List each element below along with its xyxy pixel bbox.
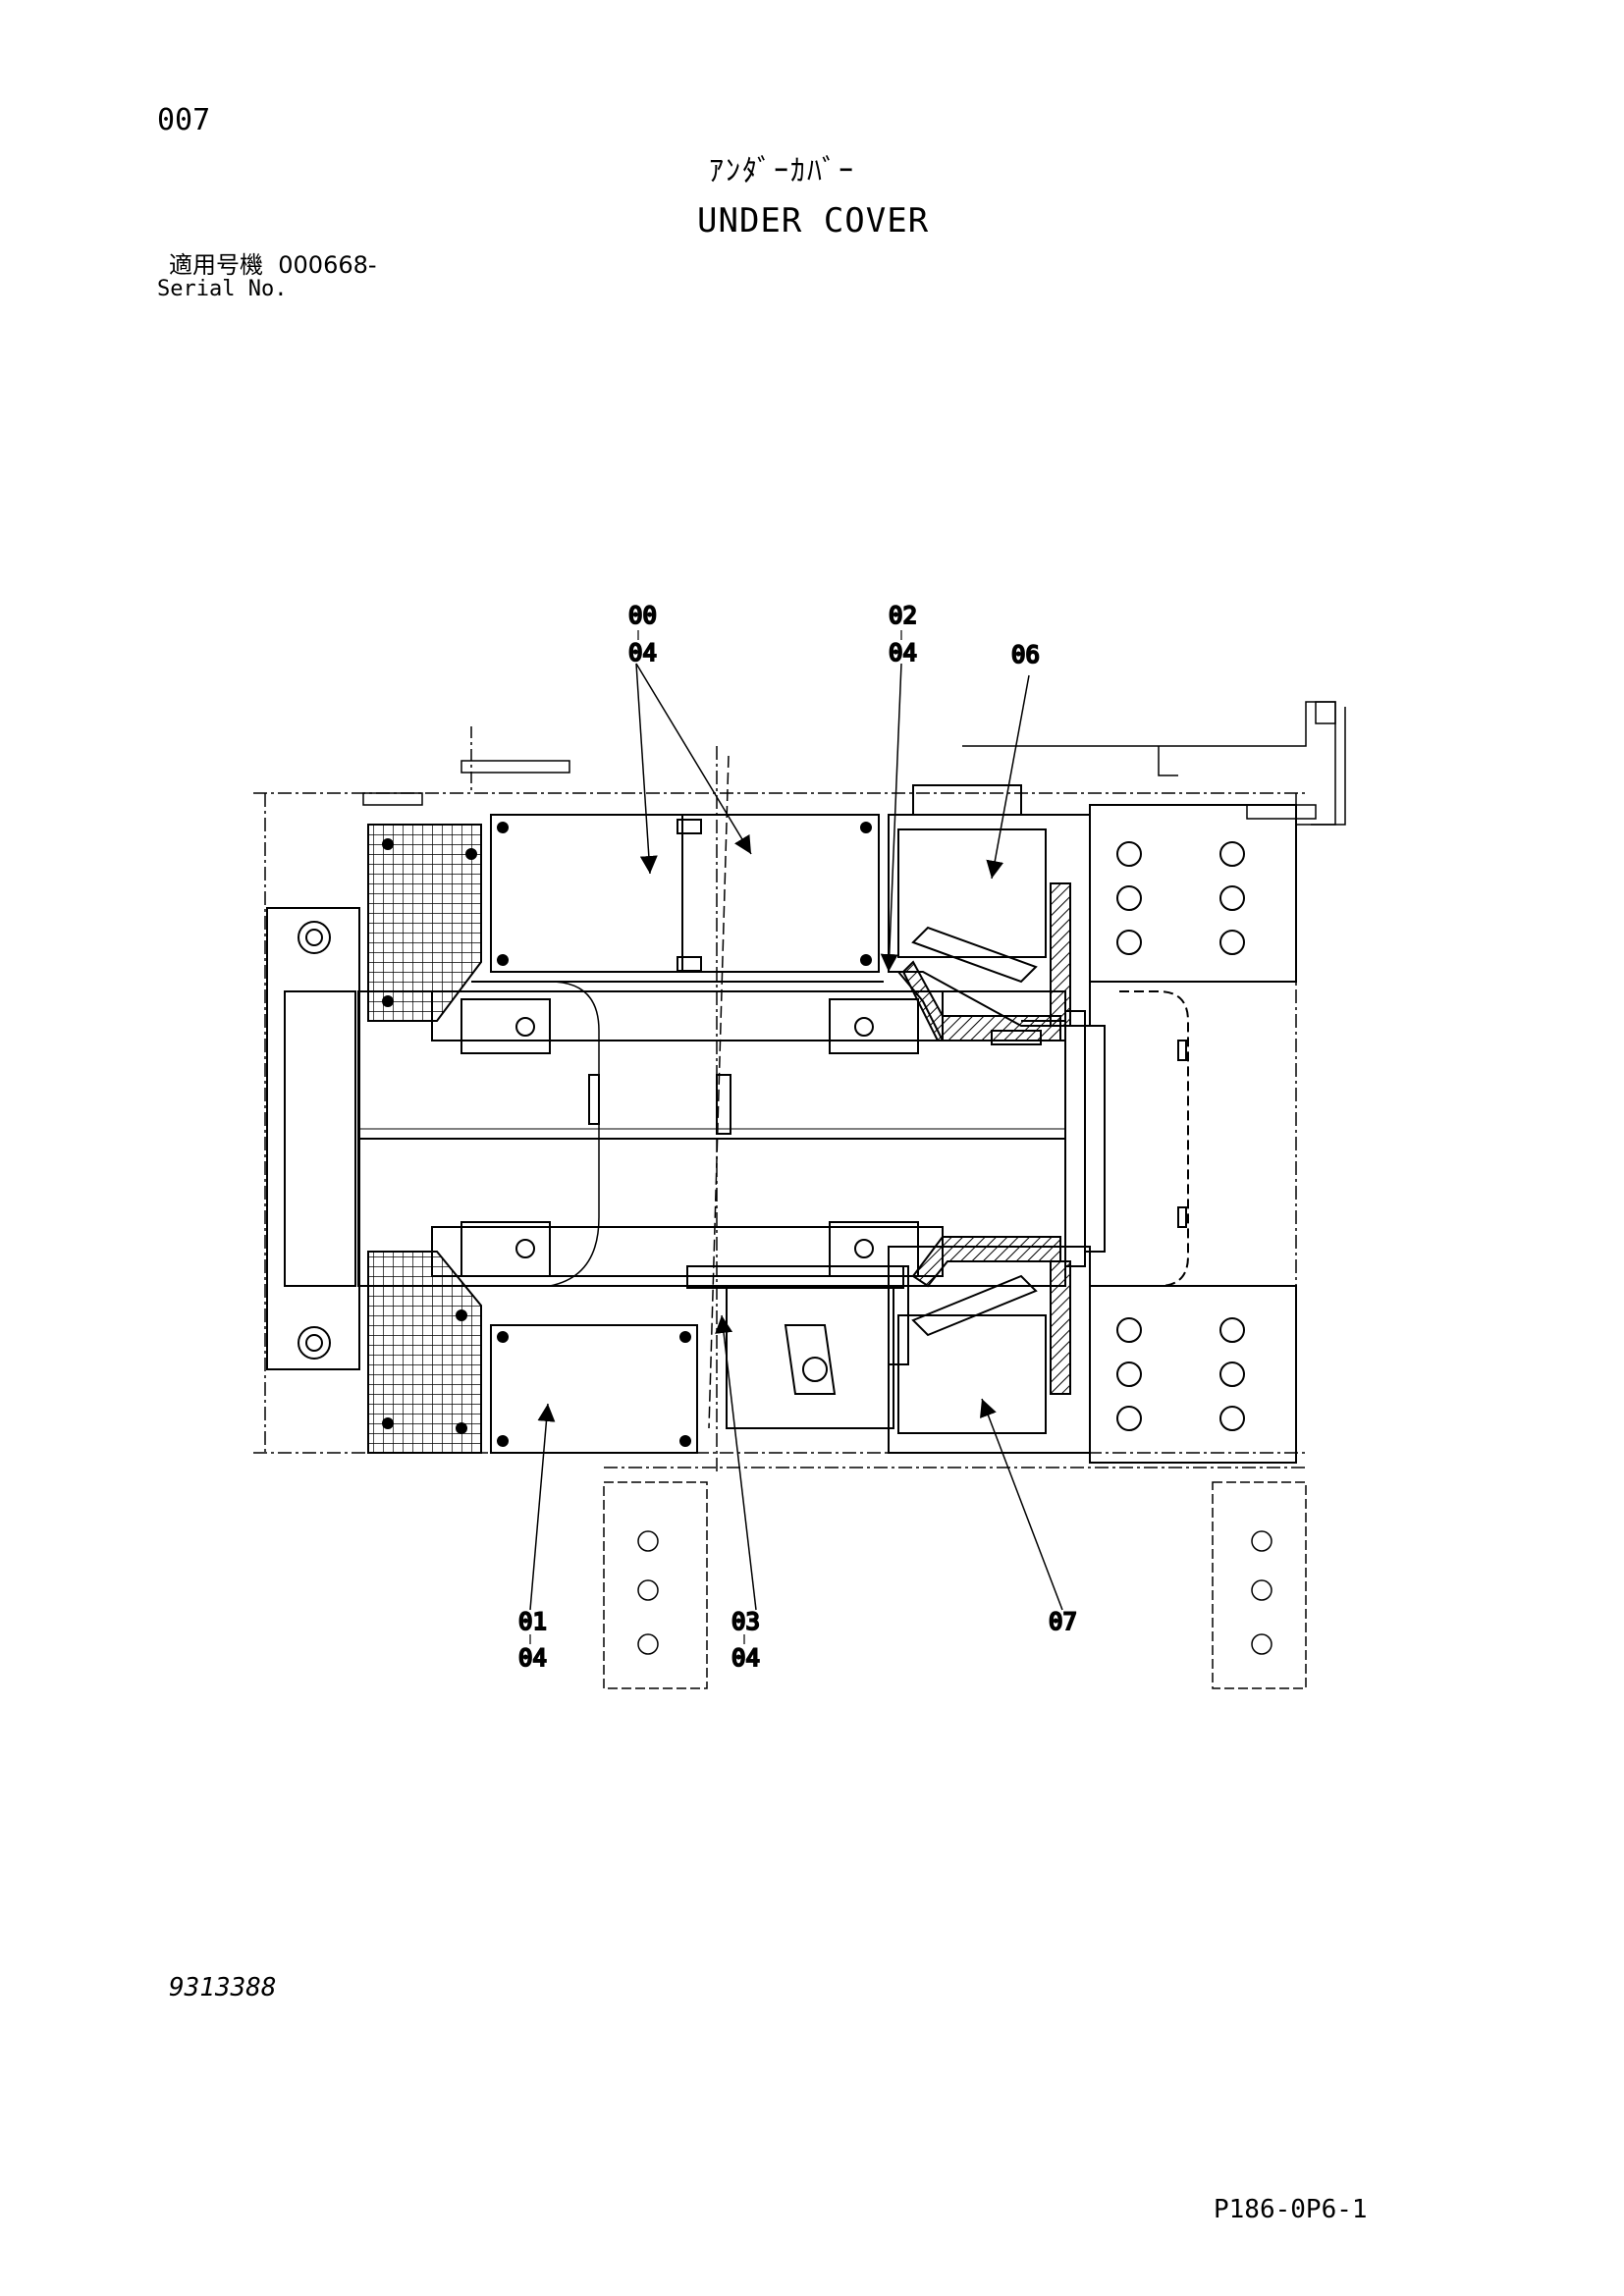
callout-02-part: 02: [889, 602, 917, 629]
right-housings: [888, 784, 1091, 1454]
lower-cover-panels: [490, 1265, 909, 1454]
callout-00-part: 00: [628, 602, 657, 629]
upper-cover-panels: [471, 814, 884, 983]
right-brackets: [1089, 804, 1297, 1464]
callout-00-qty: 04: [628, 639, 657, 667]
page-number: 007: [157, 103, 211, 137]
drawing-number: 9313388: [169, 1973, 277, 2002]
page-title: UNDER COVER: [697, 201, 930, 240]
leader-lines: [529, 663, 1063, 1611]
callout-03: 03 04: [731, 1607, 761, 1673]
callout-01-qty: 04: [518, 1644, 547, 1672]
grate-panels: [367, 824, 482, 1454]
serial-line: 適用号機 000668-: [169, 253, 377, 277]
callout-06: 06: [1010, 640, 1041, 669]
callout-02: 02 04: [888, 601, 918, 667]
page-code: P186-0P6-1: [1214, 2195, 1368, 2224]
top-bracket: [362, 701, 1346, 826]
left-end-block: [266, 907, 360, 1370]
callout-02-qty: 04: [889, 639, 917, 667]
bottom-legs: [603, 1467, 1307, 1689]
callout-03-qty: 04: [731, 1644, 760, 1672]
callout-00: 00 04: [627, 601, 658, 667]
callout-01-part: 01: [518, 1608, 547, 1635]
serial-label-en: Serial No.: [157, 277, 288, 301]
callout-03-part: 03: [731, 1608, 760, 1635]
callout-06-part: 06: [1011, 641, 1040, 668]
serial-label-jp: 適用号機: [169, 251, 263, 279]
callout-01: 01 04: [517, 1607, 548, 1673]
serial-value: 000668-: [278, 251, 377, 279]
title-japanese: ｱﾝﾀﾞｰｶﾊﾞｰ: [709, 154, 855, 188]
callout-07: 07: [1048, 1607, 1078, 1636]
callout-07-part: 07: [1049, 1608, 1077, 1635]
